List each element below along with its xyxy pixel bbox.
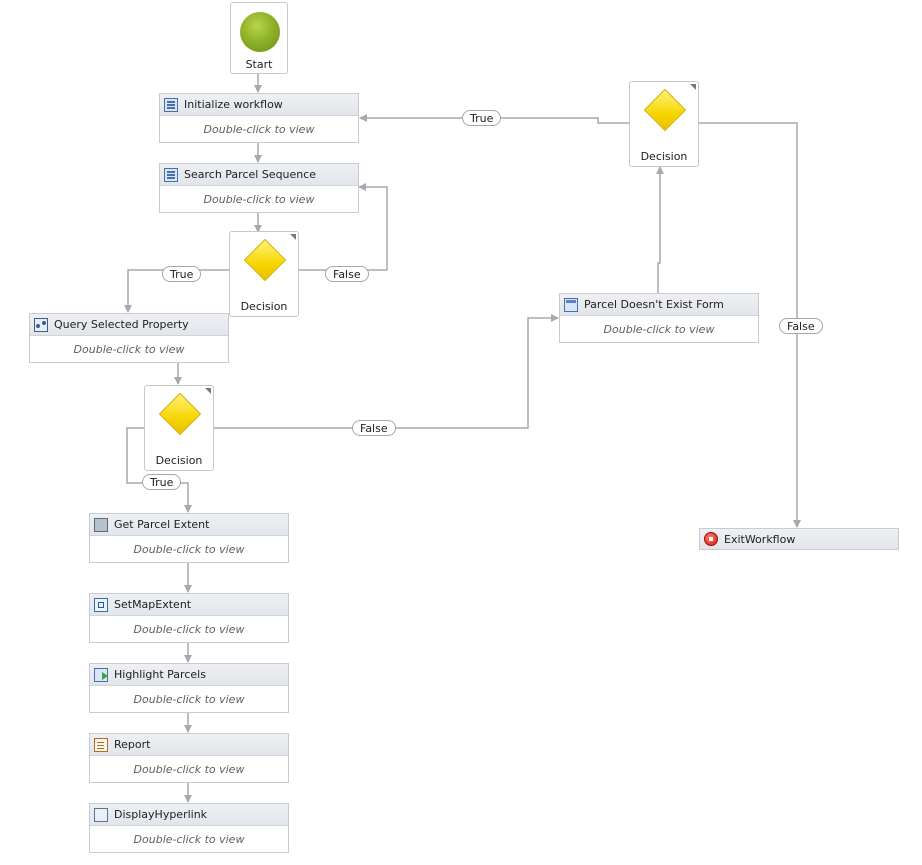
activity-body-hint: Double-click to view [133,763,245,776]
sequence-icon [164,97,178,112]
edge-lower-decision-false [213,314,559,429]
query-icon [34,317,48,332]
activity-set-map-extent[interactable]: SetMapExtent Double-click to view [89,593,289,643]
activity-report[interactable]: Report Double-click to view [89,733,289,783]
start-node[interactable]: Start [230,2,288,74]
activity-title: Query Selected Property [54,318,189,331]
activity-query-selected-property[interactable]: Query Selected Property Double-click to … [29,313,229,363]
decision-middle[interactable]: Decision [229,231,299,317]
activity-body-hint: Double-click to view [603,323,715,336]
activity-body-hint: Double-click to view [133,543,245,556]
edge-label-lower-false: False [352,420,396,436]
decision-diamond-icon [643,88,687,132]
activity-title: ExitWorkflow [724,532,796,546]
set-map-extent-icon [94,597,108,612]
fold-corner-icon [290,234,296,240]
activity-parcel-doesnt-exist-form[interactable]: Parcel Doesn't Exist Form Double-click t… [559,293,759,343]
hyperlink-icon [94,807,108,822]
start-circle-icon [240,12,280,52]
activity-initialize-workflow[interactable]: Initialize workflow Double-click to view [159,93,359,143]
activity-body-hint: Double-click to view [133,833,245,846]
edge-label-lower-true: True [142,474,182,490]
decision-diamond-icon [243,238,287,282]
edge-label-middle-false: False [325,266,369,282]
edge-parcel-form-to-top-decision [656,166,664,293]
decision-label: Decision [155,454,203,467]
activity-body-hint: Double-click to view [133,693,245,706]
edge-label-top-false: False [779,318,823,334]
decision-lower[interactable]: Decision [144,385,214,471]
edge-lower-decision-true [126,427,192,513]
decision-top-right[interactable]: Decision [629,81,699,167]
highlight-icon [94,667,108,682]
activity-title: Search Parcel Sequence [184,168,317,181]
edge-label-middle-true: True [162,266,202,282]
activity-title: SetMapExtent [114,598,192,611]
activity-highlight-parcels[interactable]: Highlight Parcels Double-click to view [89,663,289,713]
activity-body-hint: Double-click to view [133,623,245,636]
decision-label: Decision [640,150,688,163]
edge-top-decision-false [698,122,801,528]
form-icon [564,297,578,312]
activity-title: Report [114,738,151,751]
sequence-icon [164,167,178,182]
edge-label-top-true: True [462,110,502,126]
decision-diamond-icon [158,392,202,436]
report-icon [94,737,108,752]
activity-search-parcel-sequence[interactable]: Search Parcel Sequence Double-click to v… [159,163,359,213]
activity-title: Initialize workflow [184,98,283,111]
activity-body-hint: Double-click to view [73,343,185,356]
activity-display-hyperlink[interactable]: DisplayHyperlink Double-click to view [89,803,289,853]
fold-corner-icon [690,84,696,90]
activity-title: Get Parcel Extent [114,518,210,531]
activity-exit-workflow[interactable]: ExitWorkflow [699,528,899,550]
map-extent-icon [94,517,108,532]
activity-title: Parcel Doesn't Exist Form [584,298,724,311]
fold-corner-icon [205,388,211,394]
activity-body-hint: Double-click to view [203,193,315,206]
activity-title: DisplayHyperlink [114,808,208,821]
stop-icon [704,532,718,546]
decision-label: Decision [240,300,288,313]
start-label: Start [245,58,273,71]
activity-body-hint: Double-click to view [203,123,315,136]
activity-get-parcel-extent[interactable]: Get Parcel Extent Double-click to view [89,513,289,563]
activity-title: Highlight Parcels [114,668,206,681]
